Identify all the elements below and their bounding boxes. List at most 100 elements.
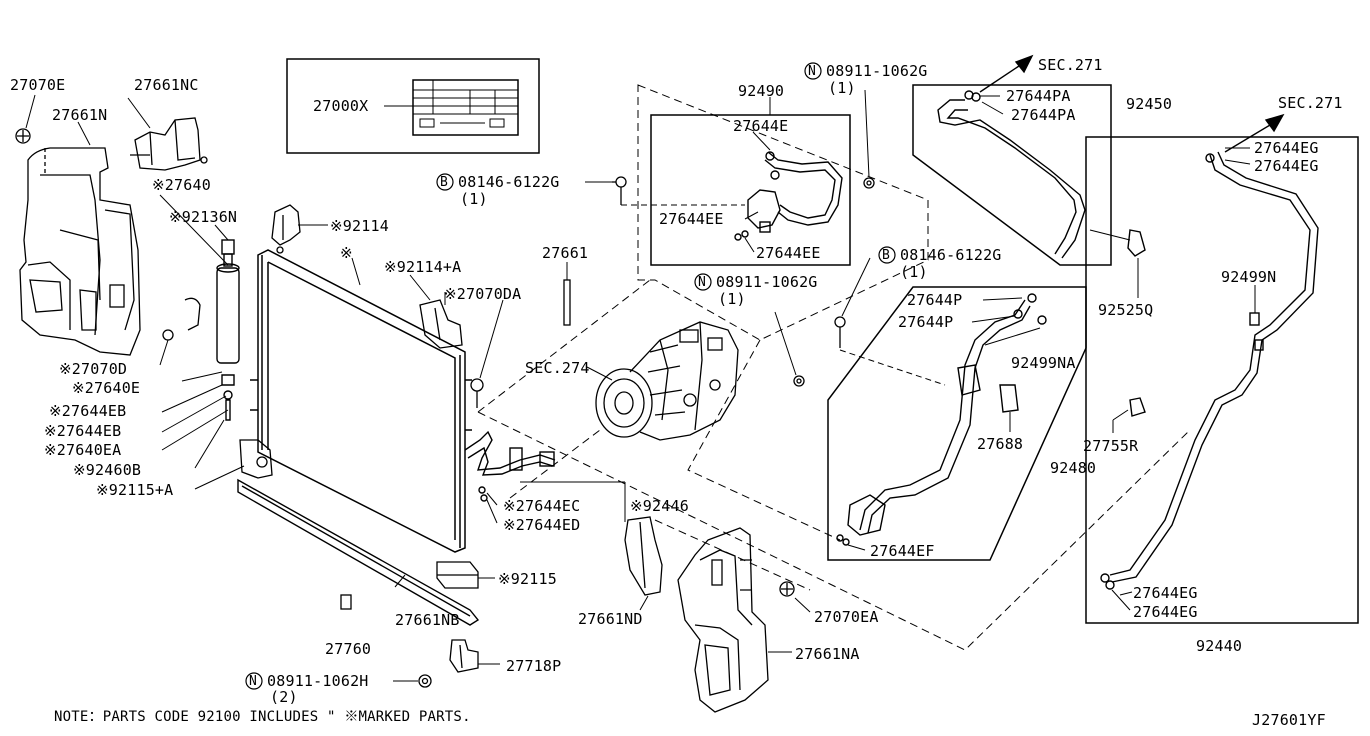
air-guide-lower-icon [677, 527, 769, 713]
clip-27070d-icon [162, 297, 201, 341]
bracket-27718p-icon [449, 639, 479, 673]
circle-n-mark-top-icon [804, 62, 822, 80]
part-label-27644ed: ※27644ED [503, 516, 581, 534]
part-label-92446: ※92446 [630, 497, 689, 515]
part-label-27640ea: ※27640EA [44, 441, 122, 459]
bolt-08146-6122g-top-icon [612, 176, 627, 205]
part-label-27644p-1: 27644P [907, 291, 963, 309]
part-label-27644ef: 27644EF [870, 542, 935, 560]
part-label-92460b: ※92460B [73, 461, 142, 479]
part-label-27644pa-2: 27644PA [1011, 106, 1076, 124]
part-label-27755r: 27755R [1083, 437, 1139, 455]
part-label-27640e: ※27640E [72, 379, 141, 397]
part-label-27661nb: 27661NB [395, 611, 460, 629]
part-qty-08146-top: (1) [460, 190, 488, 208]
part-label-27644eg-2: 27644EG [1254, 157, 1319, 175]
part-label-27000x: 27000X [313, 97, 369, 115]
condenser-icon [250, 249, 472, 553]
circle-n-letter-bot: N [249, 674, 258, 689]
part-label-92490: 92490 [738, 82, 785, 100]
nut-08911-1062h-icon [418, 674, 432, 688]
part-label-27661: 27661 [542, 244, 589, 262]
part-qty-08146-mid: (1) [900, 263, 928, 281]
section-ref-sec271-right: SEC.271 [1278, 94, 1343, 112]
circle-b-mark-top-icon [436, 173, 454, 191]
bolt-27070da-icon [470, 378, 484, 408]
part-label-27644eb-1: ※27644EB [49, 402, 127, 420]
part-label-27644ee-2: 27644EE [756, 244, 821, 262]
part-label-08911-mid: 08911-1062G [716, 273, 818, 291]
diagram-code: J27601YF [1252, 711, 1326, 729]
bracket-92115a-icon [239, 439, 273, 479]
bolt-08146-6122g-mid-icon [834, 316, 846, 348]
part-label-92115: ※92115 [498, 570, 557, 588]
bracket-92114a-icon [419, 299, 463, 349]
part-label-92114: ※92114 [330, 217, 389, 235]
part-label-92136n: ※92136N [169, 208, 238, 226]
part-label-27644ee-1: 27644EE [659, 210, 724, 228]
circle-b-mark-mid-icon [878, 246, 896, 264]
bracket-92114-icon [271, 204, 301, 254]
nut-08911-1062g-top-icon [863, 177, 875, 189]
part-label-92440: 92440 [1196, 637, 1243, 655]
circle-b-letter-mid: B [882, 248, 891, 263]
arrow-sec271-right-icon [1224, 113, 1285, 153]
part-label-92499na: 92499NA [1011, 354, 1076, 372]
hose-92480-icon [836, 293, 1047, 546]
part-label-27760: 27760 [325, 640, 372, 658]
pipe-92446-icon [464, 430, 556, 502]
part-label-27070d: ※27070D [59, 360, 128, 378]
part-label-08146-top: 08146-6122G [458, 173, 560, 191]
part-label-27644eg-3: 27644EG [1133, 584, 1198, 602]
parts-note: NOTE：PARTS CODE 92100 INCLUDES " ※MARKED… [54, 709, 471, 725]
arrow-sec271-top-icon [979, 54, 1034, 93]
part-label-27644ec: ※27644EC [503, 497, 581, 515]
part-label-27688: 27688 [977, 435, 1024, 453]
bracket-27661nd-icon [624, 516, 663, 596]
part-label-27661n: 27661N [52, 106, 108, 124]
part-label-08146-mid: 08146-6122G [900, 246, 1002, 264]
part-label-27070da: ※27070DA [444, 285, 522, 303]
part-qty-08911-bot: (2) [270, 688, 298, 706]
clip-27760-icon [340, 594, 352, 610]
part-label-27661nd: 27661ND [578, 610, 643, 628]
receiver-drier-icon [216, 239, 240, 421]
seal-strip-27661nb-icon [237, 478, 480, 626]
nut-08911-1062g-mid-icon [793, 375, 805, 387]
part-label-27644e: 27644E [733, 117, 789, 135]
part-label-92525q: 92525Q [1098, 301, 1154, 319]
part-qty-08911-mid: (1) [718, 290, 746, 308]
pipe-92440-icon [1100, 151, 1319, 590]
asterisk-mark-condenser: ※ [340, 244, 353, 262]
hose-92490-frame [650, 114, 851, 266]
screw-27070ea-icon [779, 581, 795, 597]
part-label-08911-top: 08911-1062G [826, 62, 928, 80]
bracket-92115-icon [436, 561, 479, 589]
part-label-27070ea: 27070EA [814, 608, 879, 626]
part-label-27644eg-1: 27644EG [1254, 139, 1319, 157]
label-frame [286, 58, 540, 154]
part-label-27644eg-4: 27644EG [1133, 603, 1198, 621]
section-ref-sec274: SEC.274 [525, 359, 590, 377]
part-label-08911-bot: 08911-1062H [267, 672, 369, 690]
part-label-92450: 92450 [1126, 95, 1173, 113]
circle-n-mark-bot-icon [245, 672, 263, 690]
rod-27661-icon [563, 279, 571, 326]
part-qty-08911-top: (1) [828, 79, 856, 97]
part-label-27718p: 27718P [506, 657, 562, 675]
part-label-27640: ※27640 [152, 176, 211, 194]
part-label-27644p-2: 27644P [898, 313, 954, 331]
air-guide-left-icon [19, 147, 141, 356]
circle-n-mark-mid-icon [694, 273, 712, 291]
hose-92480-frame [827, 286, 1087, 561]
section-ref-sec271-top: SEC.271 [1038, 56, 1103, 74]
part-label-27661nc: 27661NC [134, 76, 199, 94]
circle-b-letter-top: B [440, 175, 449, 190]
part-label-92114a: ※92114+A [384, 258, 462, 276]
circle-n-letter-mid: N [698, 275, 707, 290]
compressor-icon [595, 321, 739, 441]
part-label-27661na: 27661NA [795, 645, 860, 663]
part-label-92499n: 92499N [1221, 268, 1277, 286]
